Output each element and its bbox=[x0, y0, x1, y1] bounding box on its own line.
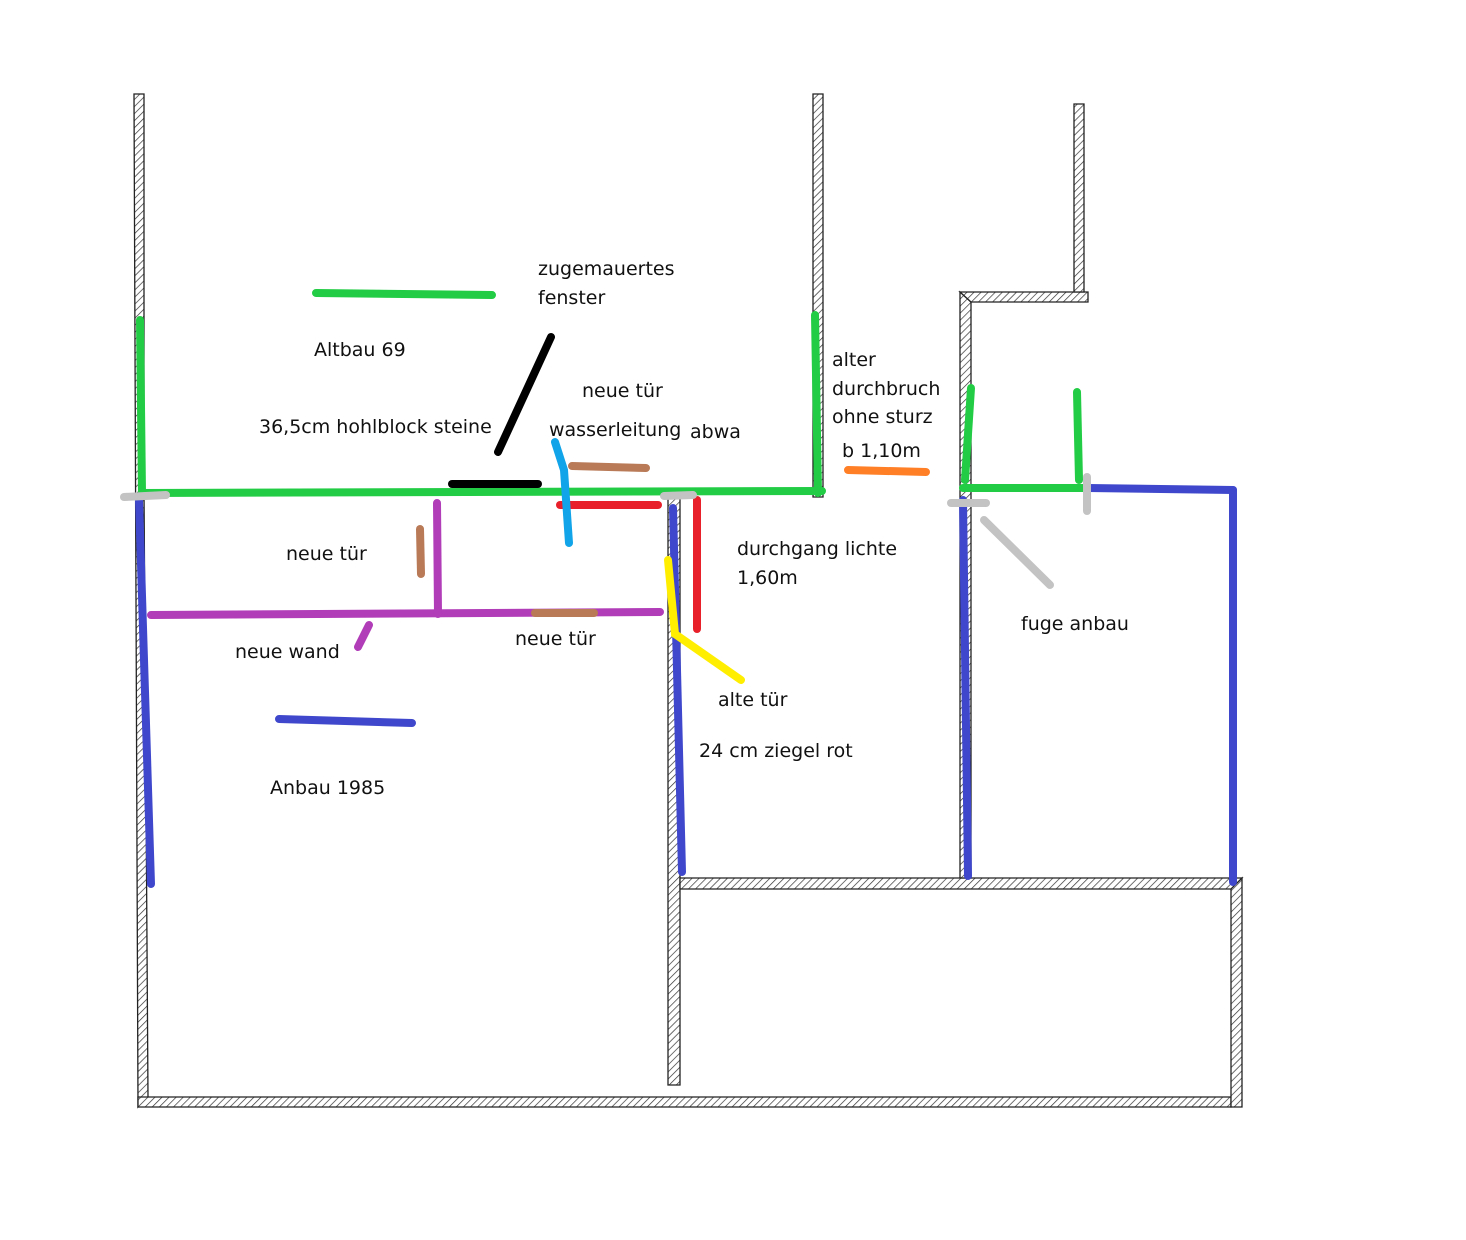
gray-joint-middle bbox=[660, 491, 697, 500]
green-middle-vertical-line bbox=[811, 311, 822, 497]
blue-legend-line bbox=[275, 715, 416, 727]
blue-right-room-top-line bbox=[1084, 484, 1237, 494]
label-alter-line1: alter bbox=[832, 349, 876, 371]
label-zugemauertes-line1: zugemauertes bbox=[538, 258, 675, 280]
small-room-top-wall bbox=[958, 291, 1089, 303]
labels: zugemauertes fenster Altbau 69 neue tür … bbox=[235, 258, 1129, 799]
blue-left-wall-line bbox=[135, 496, 155, 888]
label-breite: b 1,10m bbox=[842, 440, 921, 462]
label-fuge: fuge anbau bbox=[1021, 613, 1129, 635]
orange-width-line bbox=[844, 466, 930, 476]
label-anbau: Anbau 1985 bbox=[270, 777, 385, 799]
gray-joint-left bbox=[120, 491, 170, 501]
yellow-old-door-line bbox=[664, 556, 745, 684]
label-neue-wand: neue wand bbox=[235, 641, 340, 663]
green-main-wall-line bbox=[138, 487, 826, 497]
bottom-outer-wall bbox=[137, 1096, 1232, 1108]
label-altbau: Altbau 69 bbox=[314, 339, 406, 361]
brown-door-mark-top bbox=[568, 462, 650, 472]
brown-door-mark-left bbox=[416, 525, 425, 578]
black-diagonal-line bbox=[494, 333, 555, 456]
lightblue-water-pipe-line bbox=[551, 438, 573, 547]
label-alter-line2: durchbruch bbox=[832, 378, 940, 400]
label-neue-tuer-bottom: neue tür bbox=[515, 628, 596, 650]
markings bbox=[120, 289, 1237, 888]
green-left-vertical-line bbox=[136, 316, 146, 497]
label-ziegel: 24 cm ziegel rot bbox=[699, 740, 853, 762]
blue-right-room-left-line bbox=[959, 496, 972, 880]
label-durchgang-line2: 1,60m bbox=[737, 567, 798, 589]
label-alte-tuer: alte tür bbox=[718, 689, 788, 711]
green-legend-line bbox=[312, 289, 496, 299]
purple-legend-stroke bbox=[354, 621, 373, 651]
label-alter-line3: ohne sturz bbox=[832, 406, 933, 428]
right-outer-wall bbox=[1230, 876, 1243, 1108]
green-small-room-right-line bbox=[1073, 388, 1083, 484]
label-durchgang-line1: durchgang lichte bbox=[737, 538, 897, 560]
label-neue-tuer-top: neue tür bbox=[582, 380, 663, 402]
label-abwa: abwa bbox=[690, 421, 741, 443]
label-wasserleitung: wasserleitung bbox=[549, 419, 681, 441]
horizontal-inner-wall bbox=[679, 877, 1244, 890]
label-zugemauertes-line2: fenster bbox=[538, 287, 605, 309]
walls bbox=[133, 93, 1244, 1109]
gray-joint-diagonal bbox=[980, 516, 1054, 589]
label-neue-tuer-left: neue tür bbox=[286, 543, 367, 565]
purple-vertical-line bbox=[433, 499, 442, 618]
label-hohlblock: 36,5cm hohlblock steine bbox=[259, 416, 492, 438]
right-top-wall bbox=[1073, 103, 1085, 293]
blue-middle-wall-line bbox=[669, 504, 686, 876]
green-small-room-left-line bbox=[961, 384, 975, 484]
